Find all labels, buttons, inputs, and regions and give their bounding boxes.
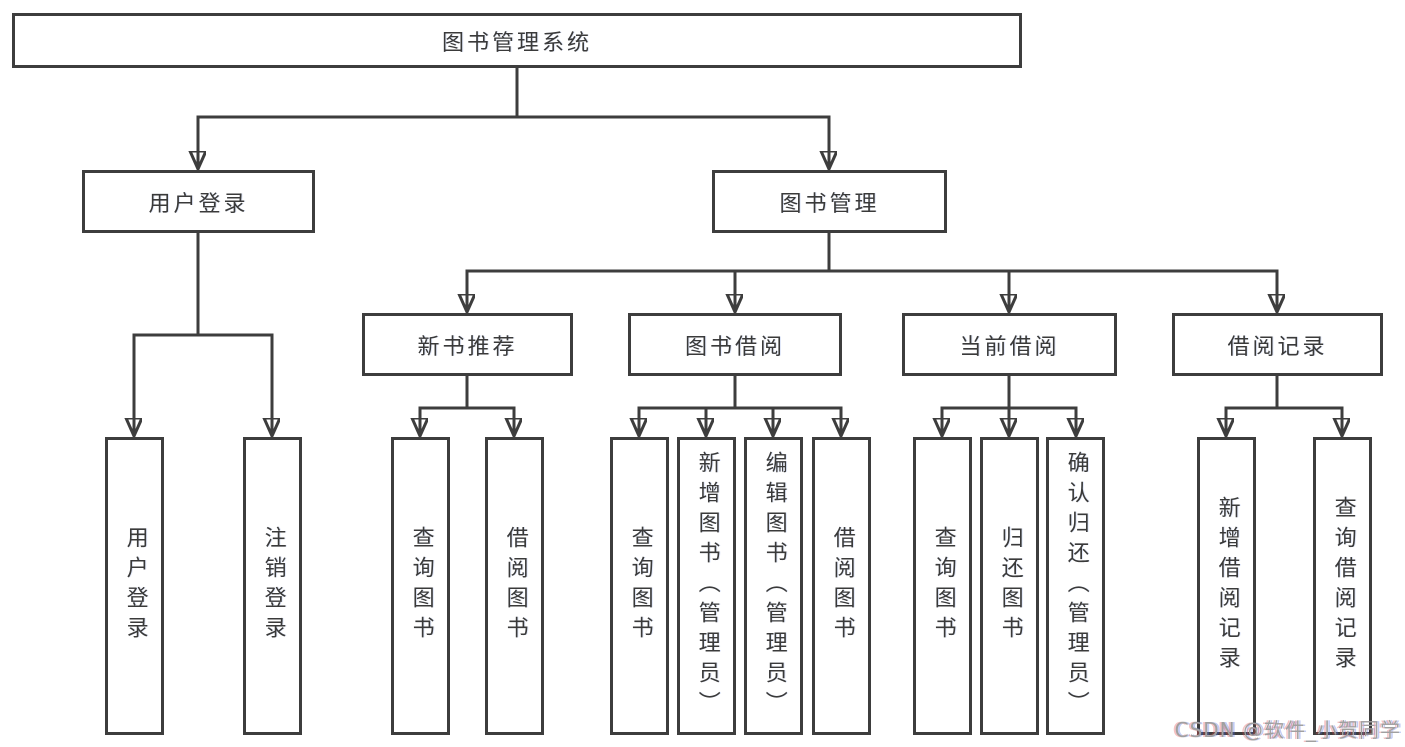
leaf-logout: 注销登录 bbox=[243, 437, 302, 735]
leaf-logout-label: 注销登录 bbox=[260, 526, 286, 646]
node-user-login-label: 用户登录 bbox=[148, 191, 249, 217]
node-book-management: 图书管理 bbox=[712, 170, 947, 233]
node-root: 图书管理系统 bbox=[12, 13, 1022, 68]
leaf-borrow-books: 借阅图书 bbox=[812, 437, 871, 735]
watermark-text: CSDN @软件_小贺同学 bbox=[1174, 718, 1401, 742]
leaf-confirm-return-admin: 确认归还（管理员） bbox=[1046, 437, 1105, 735]
leaf-borrow-books-label: 借阅图书 bbox=[829, 526, 855, 646]
leaf-recommend-borrow-books-label: 借阅图书 bbox=[502, 526, 528, 646]
node-user-login: 用户登录 bbox=[82, 170, 315, 233]
leaf-return-books-label: 归还图书 bbox=[997, 526, 1023, 646]
leaf-edit-book-admin-label: 编辑图书（管理员） bbox=[761, 451, 787, 721]
leaf-recommend-query-books-label: 查询图书 bbox=[408, 526, 434, 646]
leaf-borrow-query-books: 查询图书 bbox=[610, 437, 669, 735]
leaf-edit-book-admin: 编辑图书（管理员） bbox=[744, 437, 803, 735]
connector-recommend-fork bbox=[420, 406, 514, 436]
leaf-borrow-query-books-label: 查询图书 bbox=[627, 526, 653, 646]
node-book-borrow: 图书借阅 bbox=[628, 313, 842, 376]
connector-user-login-fork bbox=[134, 333, 272, 436]
connector-root-fork bbox=[198, 115, 829, 169]
node-root-label: 图书管理系统 bbox=[441, 30, 592, 56]
leaf-query-borrow-record-label: 查询借阅记录 bbox=[1330, 496, 1356, 676]
node-borrow-records-label: 借阅记录 bbox=[1227, 334, 1328, 360]
leaf-user-login-label: 用户登录 bbox=[122, 526, 148, 646]
leaf-recommend-borrow-books: 借阅图书 bbox=[485, 437, 544, 735]
node-borrow-records: 借阅记录 bbox=[1172, 313, 1383, 376]
connector-records-fork bbox=[1226, 406, 1342, 436]
leaf-current-query-books-label: 查询图书 bbox=[930, 526, 956, 646]
node-current-borrow-label: 当前借阅 bbox=[959, 334, 1060, 360]
leaf-confirm-return-admin-label: 确认归还（管理员） bbox=[1063, 451, 1089, 721]
leaf-return-books: 归还图书 bbox=[980, 437, 1039, 735]
leaf-user-login: 用户登录 bbox=[105, 437, 164, 735]
connector-level3-fork bbox=[467, 269, 1277, 312]
leaf-query-borrow-record: 查询借阅记录 bbox=[1313, 437, 1372, 735]
leaf-add-book-admin: 新增图书（管理员） bbox=[677, 437, 736, 735]
node-new-book-recommend-label: 新书推荐 bbox=[417, 334, 518, 360]
leaf-add-borrow-record: 新增借阅记录 bbox=[1197, 437, 1256, 735]
node-book-borrow-label: 图书借阅 bbox=[684, 334, 785, 360]
leaf-current-query-books: 查询图书 bbox=[913, 437, 972, 735]
node-current-borrow: 当前借阅 bbox=[902, 313, 1117, 376]
connector-book-borrow-fork bbox=[639, 406, 841, 436]
leaf-add-book-admin-label: 新增图书（管理员） bbox=[694, 451, 720, 721]
leaf-add-borrow-record-label: 新增借阅记录 bbox=[1214, 496, 1240, 676]
node-new-book-recommend: 新书推荐 bbox=[362, 313, 573, 376]
leaf-recommend-query-books: 查询图书 bbox=[391, 437, 450, 735]
node-book-management-label: 图书管理 bbox=[779, 191, 880, 217]
